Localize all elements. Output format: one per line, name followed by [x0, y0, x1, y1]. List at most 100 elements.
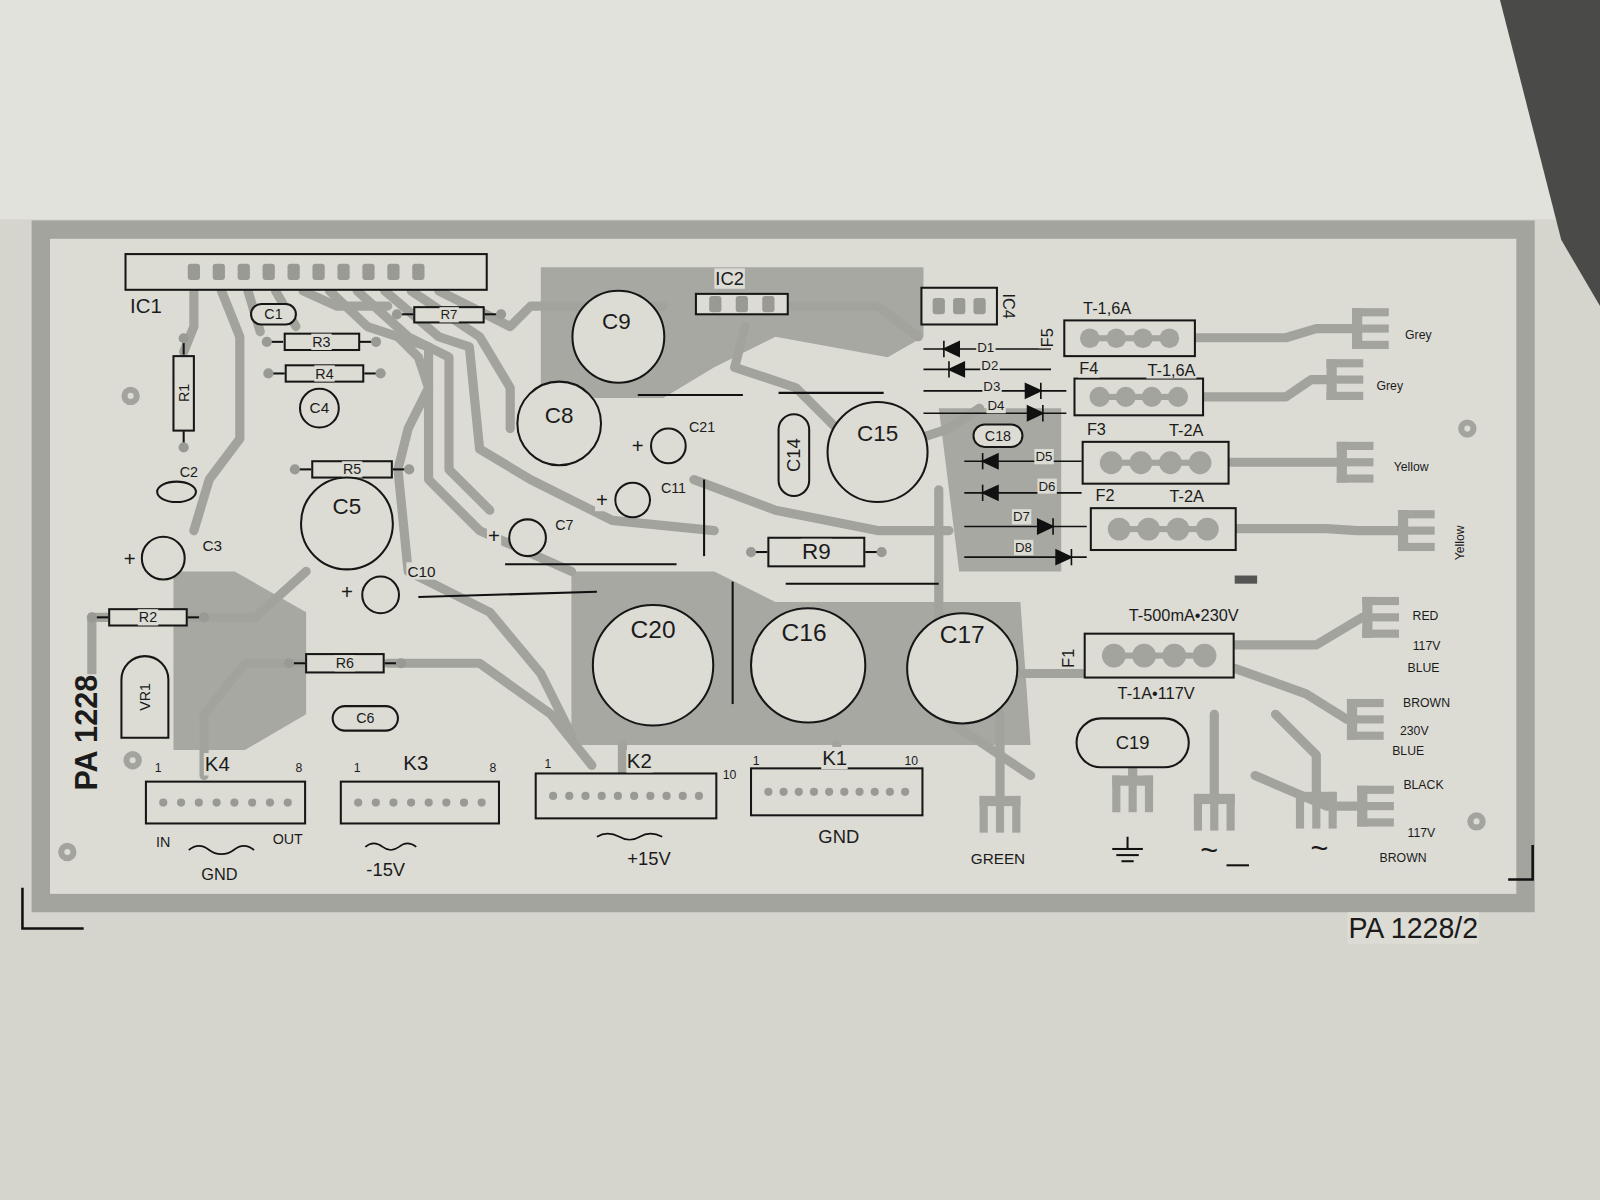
pin-number: 10 — [903, 754, 919, 768]
part-label: R9 — [801, 539, 832, 565]
part-label: VR1 — [137, 682, 153, 712]
part-label: C5 — [332, 494, 363, 520]
capacitor-outline-shape — [612, 480, 653, 521]
diode-name: D1 — [976, 340, 995, 355]
resistor-outline: R5 — [311, 460, 393, 478]
part-label: K3 — [402, 752, 429, 774]
signal-name: GND — [200, 865, 238, 882]
signal-name: +15V — [626, 849, 671, 869]
voltage-label: 230V — [1399, 723, 1430, 737]
pin-number: 1 — [752, 754, 761, 768]
capacitor-outline-shape — [139, 534, 188, 583]
polarity-mark: + — [340, 581, 354, 603]
capacitor-outline-shape — [298, 474, 396, 572]
diode-name: D2 — [980, 358, 999, 373]
part-label: T-2A — [1168, 487, 1205, 504]
diode-name: D8 — [1014, 540, 1033, 555]
part-label: C3 — [201, 537, 223, 554]
resistor-outline: R1 — [172, 355, 194, 432]
wire-colour: BLACK — [1402, 778, 1444, 792]
polarity-mark: + — [631, 435, 645, 457]
capacitor-outline: C5 — [300, 477, 394, 571]
resistor-outline: R3 — [283, 333, 360, 351]
part-label: R3 — [311, 334, 331, 350]
wire-colour: Yellow — [1453, 524, 1467, 561]
wire-colour: BROWN — [1379, 851, 1428, 865]
part-label: K2 — [626, 750, 653, 772]
part-label: K4 — [204, 753, 231, 775]
ic-outline-shape — [918, 285, 1000, 328]
fuse-holder: F2T-2A — [1090, 507, 1237, 551]
part-label: T-2A — [1168, 421, 1205, 438]
ic-outline-shape — [122, 251, 489, 293]
part-label: F1 — [1060, 647, 1077, 668]
part-label: F2 — [1095, 486, 1116, 503]
solder-pad — [392, 309, 402, 319]
capacitor-outline: C2 — [156, 481, 197, 503]
capacitor-outline: C16 — [750, 607, 866, 723]
capacitor-outline: C8 — [516, 381, 602, 467]
signal-name: -15V — [365, 859, 406, 879]
capacitor-outline-shape — [569, 288, 667, 386]
capacitor-outline: C3 — [141, 536, 186, 581]
trimmer-outline: VR1 — [120, 655, 169, 739]
fuse-holder: F4T-1,6A — [1073, 378, 1204, 417]
part-label: C10 — [406, 562, 436, 579]
connector-outline: K4 — [145, 780, 306, 824]
fuse-holder: F5T-1,6A — [1063, 319, 1196, 357]
capacitor-outline: C1 — [250, 303, 297, 325]
ic-outline: IC1 — [124, 253, 487, 291]
part-label: T-500mA•230V — [1128, 607, 1240, 624]
resistor-outline: R7 — [413, 306, 484, 323]
part-label: C4 — [309, 399, 331, 416]
part-label: C19 — [1115, 733, 1151, 753]
signal-name: IN — [155, 834, 171, 850]
earth-symbol — [1112, 837, 1249, 866]
capacitor-outline: C21 — [650, 428, 687, 465]
connector-outline-shape — [748, 765, 926, 818]
capacitor-outline-shape — [506, 516, 549, 559]
part-label: C7 — [554, 516, 574, 532]
pin-number: 10 — [722, 767, 738, 781]
capacitor-outline: C14 — [778, 413, 811, 497]
wire-colour: Grey — [1376, 379, 1405, 393]
copper-traces — [92, 291, 1398, 806]
capacitor-outline: C7 — [508, 518, 547, 557]
fuse-holder: T-500mA•230VF1T-1A•117V — [1084, 632, 1235, 678]
part-label: C9 — [601, 308, 632, 334]
connector-outline-shape — [143, 778, 308, 826]
part-label: T-1,6A — [1146, 361, 1196, 378]
capacitor-outline-shape — [824, 399, 930, 505]
solder-pad — [179, 442, 189, 452]
fuse-holder-shape — [1061, 317, 1198, 359]
fuse-holder: F3T-2A — [1081, 440, 1229, 484]
solder-pad — [290, 464, 300, 474]
fuse-holder-shape — [1071, 376, 1206, 419]
part-label: F5 — [1039, 327, 1056, 348]
polarity-mark: + — [123, 548, 137, 570]
capacitor-outline: C20 — [592, 604, 714, 726]
part-label: C8 — [544, 403, 575, 429]
part-label: C14 — [784, 437, 804, 473]
capacitor-outline-shape — [648, 426, 689, 467]
capacitor-outline: C4 — [299, 388, 340, 429]
part-label: R2 — [138, 609, 158, 625]
diode-symbols — [923, 341, 1086, 565]
capacitor-outline-shape — [154, 479, 199, 506]
part-label: C17 — [939, 620, 986, 648]
part-label: IC4 — [1000, 292, 1017, 319]
wire-colour: GREEN — [970, 850, 1026, 867]
part-label: C6 — [355, 710, 375, 726]
resistor-outline: R9 — [767, 537, 865, 568]
part-label: R1 — [176, 383, 192, 403]
diode-name: D7 — [1012, 509, 1031, 524]
ac-symbol: ~ — [1199, 834, 1219, 868]
resistor-outline: R4 — [285, 364, 365, 382]
polarity-mark: + — [595, 489, 609, 511]
resistor-outline: R6 — [305, 653, 385, 673]
solder-pad — [199, 612, 209, 622]
capacitor-outline: C6 — [332, 705, 399, 732]
capacitor-outline: C11 — [614, 482, 651, 519]
part-label: F4 — [1078, 360, 1099, 377]
